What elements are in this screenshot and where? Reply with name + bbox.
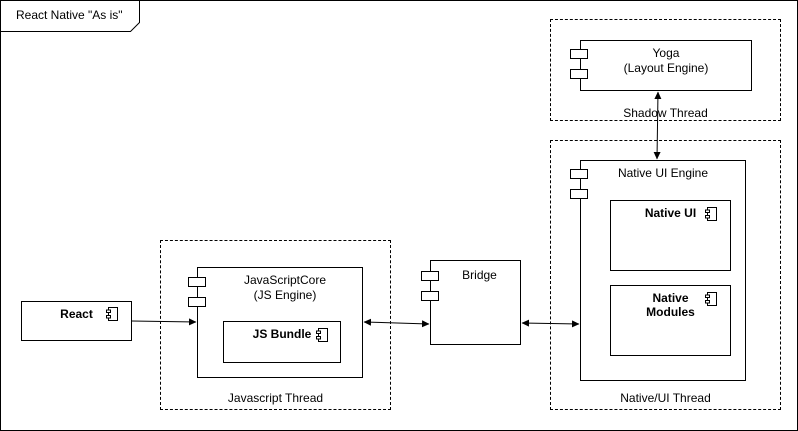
native-modules-component-icon: [705, 292, 717, 306]
javascriptcore-port-top: [188, 277, 206, 287]
native-ui-engine-port-top: [570, 169, 588, 179]
react-to-javascriptcore-arrow: [131, 318, 197, 326]
bridge-port-bottom: [421, 291, 439, 301]
bridge-component[interactable]: [430, 260, 521, 345]
javascriptcore-bridge-arrow: [363, 318, 430, 328]
native-ui-component-icon: [705, 207, 717, 221]
react-label: React: [60, 307, 93, 321]
js-bundle-label: JS Bundle: [252, 327, 312, 341]
yoga-component[interactable]: [580, 40, 752, 91]
native-ui-thread-container[interactable]: [550, 140, 781, 410]
bridge-port-top: [421, 271, 439, 281]
react-component-icon: [106, 307, 118, 321]
yoga-port-top: [570, 49, 588, 59]
native-modules-label-line1: Native: [652, 291, 689, 305]
bridge-native-ui-engine-arrow: [521, 319, 580, 328]
native-ui-engine-title: Native UI Engine: [617, 166, 709, 180]
javascriptcore-title: JavaScriptCore: [243, 273, 327, 287]
frame-title-tab: React Native "As is": [0, 0, 139, 31]
yoga-native-ui-engine-arrow: [653, 91, 662, 160]
yoga-subtitle: (Layout Engine): [623, 61, 709, 75]
native-ui-engine-port-bottom: [570, 189, 588, 199]
javascript-thread-label: Javascript Thread: [227, 391, 324, 405]
native-ui-label: Native UI: [644, 206, 697, 220]
native-modules-label-line2: Modules: [646, 305, 695, 319]
native-ui-thread-label: Native/UI Thread: [620, 391, 711, 405]
javascriptcore-port-bottom: [188, 297, 206, 307]
js-bundle-component-icon: [316, 328, 328, 342]
yoga-title: Yoga: [652, 46, 680, 60]
yoga-port-bottom: [570, 69, 588, 79]
javascriptcore-subtitle: (JS Engine): [253, 288, 317, 302]
frame-title: React Native "As is": [16, 8, 123, 22]
bridge-label: Bridge: [462, 268, 497, 282]
shadow-thread-container[interactable]: [550, 19, 781, 121]
shadow-thread-label: Shadow Thread: [623, 106, 708, 120]
